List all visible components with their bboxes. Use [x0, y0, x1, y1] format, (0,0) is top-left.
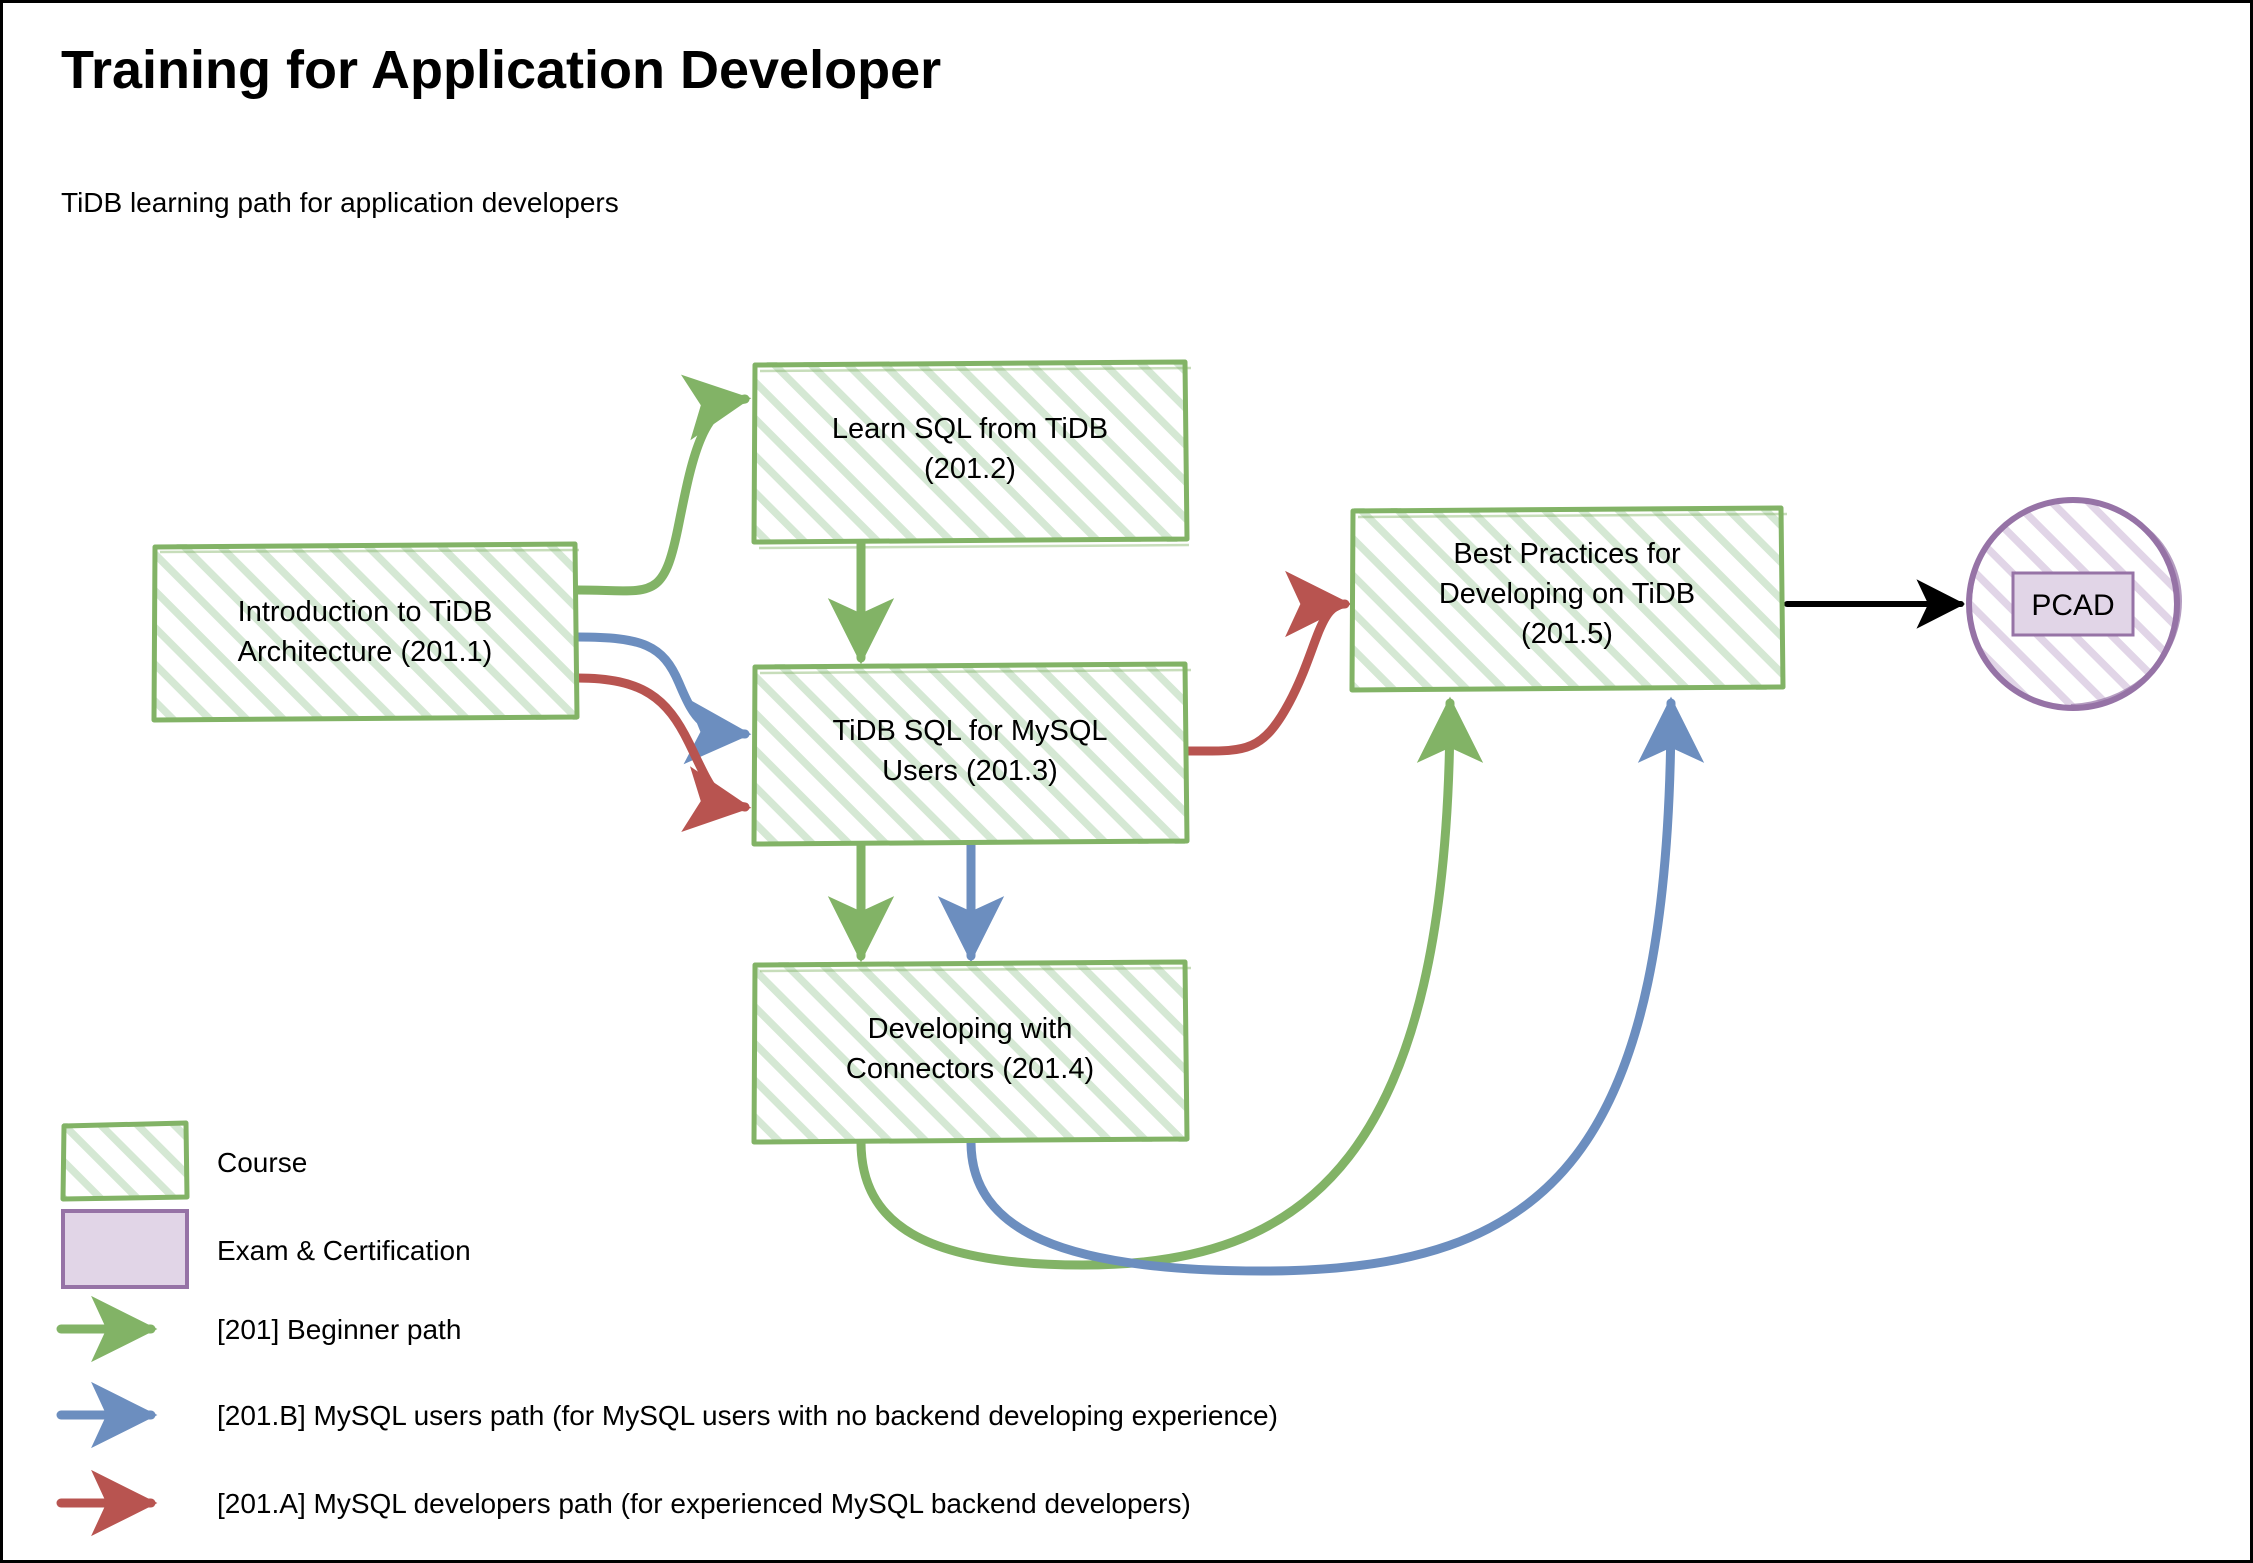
legend-mysql-users-label: [201.B] MySQL users path (for MySQL user… [217, 1400, 1278, 1431]
legend-course-fill [63, 1123, 187, 1199]
node-tidb-sql-border [751, 661, 1190, 847]
legend-swatch-course: Course [60, 1120, 307, 1202]
node-best-practices-for-developing-on-tidb[interactable]: Best Practices for Developing on TiDB (2… [1349, 505, 1788, 693]
node-developing-with-connectors[interactable]: Developing with Connectors (201.4) [751, 959, 1192, 1145]
node-pcad-sketch-arc [1967, 498, 2077, 711]
legend-beginner-label: [201] Beginner path [217, 1314, 461, 1345]
node-learn-sql-from-tidb[interactable]: Learn SQL from TiDB (201.2) [751, 359, 1192, 550]
legend: Course Exam & Certification [201] Beginn… [56, 1120, 1278, 1537]
training-path-diagram: Training for Application Developer TiDB … [56, 40, 2182, 1537]
node-best-practices-label-line-2: Developing on TiDB [1439, 578, 1695, 610]
node-pcad-sketch-arc-2 [2070, 517, 2182, 708]
node-learn-sql-label-line-1: Learn SQL from TiDB [832, 413, 1108, 445]
node-connectors-sketch-line [759, 966, 1192, 973]
node-pcad-exam[interactable]: PCAD [1966, 497, 2182, 711]
edge-intro-to-learn-sql [572, 374, 752, 596]
node-connectors-label-line-1: Developing with [868, 1013, 1073, 1045]
node-connectors-fill [753, 962, 1187, 1142]
edge-tidb-sql-to-best-practices-red [1182, 570, 1352, 756]
edge-layer [572, 374, 1966, 1276]
legend-exam-box [61, 1209, 189, 1289]
node-intro-sketch-line [159, 548, 580, 554]
node-best-practices-label-line-1: Best Practices for [1453, 538, 1681, 570]
node-tidb-sql-for-mysql-users[interactable]: TiDB SQL for MySQL Users (201.3) [751, 661, 1192, 847]
node-intro-label-line-2: Architecture (201.1) [238, 636, 493, 668]
node-intro-border [151, 541, 580, 723]
node-tidb-sql-fill [753, 664, 1187, 844]
legend-swatch-exam: Exam & Certification [61, 1209, 471, 1289]
legend-path-mysql-users: [201.B] MySQL users path (for MySQL user… [56, 1381, 1278, 1449]
legend-path-beginner: [201] Beginner path [56, 1295, 461, 1363]
node-learn-sql-sketch-line [759, 366, 1192, 373]
node-learn-sql-sketch-line-2 [758, 543, 1190, 550]
edge-intro-to-tidb-sql-red [572, 673, 752, 832]
node-learn-sql-border [751, 359, 1190, 545]
node-learn-sql-label-line-2: (201.2) [924, 453, 1016, 485]
node-layer: Introduction to TiDB Architecture (201.1… [151, 359, 2182, 1145]
node-best-practices-fill [1351, 508, 1783, 690]
edge-intro-to-tidb-sql-blue [572, 632, 752, 765]
node-best-practices-label-line-3: (201.5) [1521, 618, 1613, 650]
legend-mysql-developers-label: [201.A] MySQL developers path (for exper… [217, 1488, 1191, 1519]
legend-path-mysql-developers: [201.A] MySQL developers path (for exper… [56, 1469, 1191, 1537]
node-connectors-label-line-2: Connectors (201.4) [846, 1053, 1094, 1085]
node-best-practices-sketch-line [1357, 512, 1788, 519]
page-subtitle: TiDB learning path for application devel… [61, 187, 619, 218]
node-intro-label-line-1: Introduction to TiDB [238, 596, 493, 628]
legend-exam-label: Exam & Certification [217, 1235, 471, 1266]
edge-connectors-to-best-practices [856, 696, 1484, 1270]
node-learn-sql-fill [753, 362, 1187, 542]
page-title: Training for Application Developer [61, 40, 941, 100]
node-intro-fill [153, 544, 577, 720]
edge-connectors-to-best-practices-blue [966, 696, 1705, 1276]
legend-course-label: Course [217, 1147, 307, 1178]
node-connectors-border [751, 959, 1190, 1145]
node-pcad-label: PCAD [2031, 589, 2114, 622]
node-tidb-sql-label-line-2: Users (201.3) [882, 755, 1058, 787]
node-intro-to-tidb-architecture[interactable]: Introduction to TiDB Architecture (201.1… [151, 541, 580, 723]
legend-course-border [60, 1120, 190, 1202]
node-tidb-sql-label-line-1: TiDB SQL for MySQL [832, 715, 1107, 747]
node-best-practices-border [1349, 505, 1786, 693]
node-tidb-sql-sketch-line [759, 668, 1192, 675]
node-pcad-label-box [2011, 571, 2135, 637]
